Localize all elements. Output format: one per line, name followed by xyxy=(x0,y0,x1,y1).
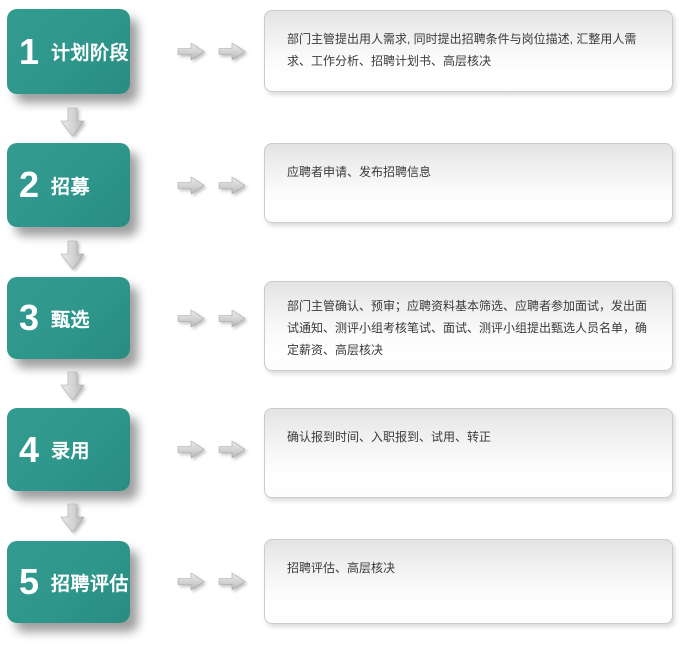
stage-label: 甄选 xyxy=(51,309,91,331)
right-arrow-icon xyxy=(176,438,206,461)
stage-box-2: 2 招募 xyxy=(7,143,130,227)
stage-number: 5 xyxy=(19,561,40,602)
down-arrow-icon xyxy=(59,502,86,534)
right-arrow-icon xyxy=(217,570,247,593)
stage-number: 3 xyxy=(19,297,40,338)
stage-label: 录用 xyxy=(51,441,91,462)
right-arrow-icon xyxy=(176,174,206,197)
stage-description-box-1: 部门主管提出用人需求, 同时提出招聘条件与岗位描述, 汇整用人需求、工作分析、招… xyxy=(264,10,673,92)
stage-number: 2 xyxy=(19,164,40,205)
right-arrow-icon xyxy=(217,438,247,461)
stage-description-box-5: 招聘评估、高层核决 xyxy=(264,539,673,624)
stage-box-1: 1 计划阶段 xyxy=(7,9,130,94)
stage-description-text: 部门主管提出用人需求, 同时提出招聘条件与岗位描述, 汇整用人需求、工作分析、招… xyxy=(287,32,637,68)
stage-number: 1 xyxy=(19,30,40,72)
stage-box-5: 5 招聘评估 xyxy=(7,541,130,623)
stage-number: 4 xyxy=(19,428,40,470)
stage-description-text: 部门主管确认、预审；应聘资料基本筛选、应聘者参加面试，发出面试通知、测评小组考核… xyxy=(287,299,648,357)
stage-description-box-2: 应聘者申请、发布招聘信息 xyxy=(264,143,673,223)
stage-description-text: 招聘评估、高层核决 xyxy=(287,561,396,575)
stage-description-box-4: 确认报到时间、入职报到、试用、转正 xyxy=(264,408,673,498)
stage-label: 招聘评估 xyxy=(51,573,130,595)
stage-description-box-3: 部门主管确认、预审；应聘资料基本筛选、应聘者参加面试，发出面试通知、测评小组考核… xyxy=(264,281,673,371)
right-arrow-icon xyxy=(176,40,206,63)
stage-label: 计划阶段 xyxy=(51,43,130,64)
right-arrow-icon xyxy=(176,307,206,330)
down-arrow-icon xyxy=(59,239,86,271)
stage-box-3: 3 甄选 xyxy=(7,277,130,359)
stage-description-text: 应聘者申请、发布招聘信息 xyxy=(287,165,432,179)
stage-description-text: 确认报到时间、入职报到、试用、转正 xyxy=(287,430,492,444)
right-arrow-icon xyxy=(217,307,247,330)
stage-box-4: 4 录用 xyxy=(7,408,130,491)
right-arrow-icon xyxy=(176,570,206,593)
right-arrow-icon xyxy=(217,40,247,63)
down-arrow-icon xyxy=(59,106,86,138)
stage-label: 招募 xyxy=(51,176,91,198)
down-arrow-icon xyxy=(59,370,86,402)
right-arrow-icon xyxy=(217,174,247,197)
